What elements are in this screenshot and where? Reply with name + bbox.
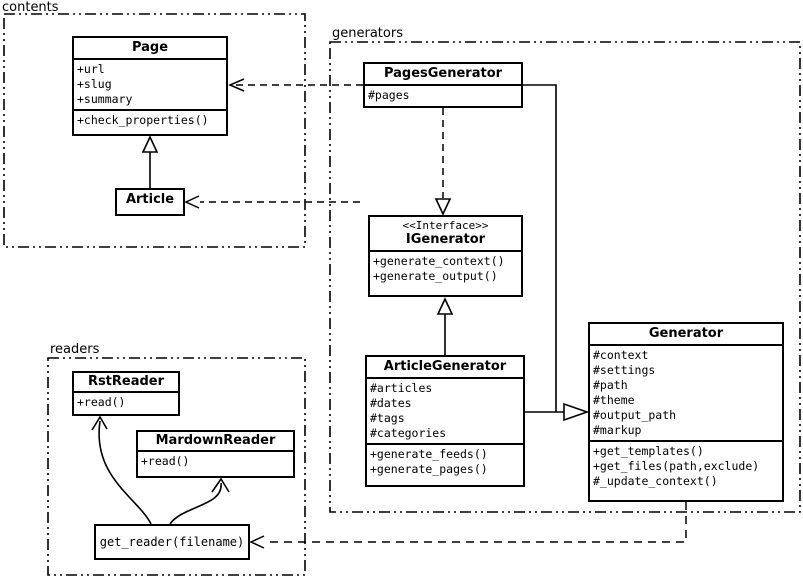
package-label-readers: readers [50, 342, 100, 357]
attribute: +url [77, 62, 105, 76]
attribute: #path [593, 378, 628, 392]
method: +get_templates() [593, 444, 704, 458]
method: +generate_output() [373, 269, 498, 283]
method: +generate_context() [373, 254, 505, 268]
class-rst-reader-title: RstReader [87, 374, 165, 389]
attribute: +slug [77, 77, 112, 91]
inheritance-arrowhead-articlegenerator-igenerator [436, 297, 454, 315]
attribute: #output_path [593, 408, 677, 422]
dependency-line-generator-getreader [265, 502, 687, 543]
class-page-title: Page [131, 40, 169, 55]
inheritance-arrowhead-article-page [141, 135, 159, 153]
class-article-generator-methods: +generate_feeds() +generate_pages() [367, 443, 523, 479]
attribute: #articles [370, 381, 433, 395]
class-article-generator-title: ArticleGenerator [383, 359, 507, 374]
inheritance-line-pagesgenerator-generator [523, 84, 557, 412]
interface-igenerator-methods: +generate_context() +generate_output() [370, 250, 521, 286]
realization-arrowhead-pagesgenerator-igenerator [434, 198, 452, 216]
attribute: #settings [593, 363, 656, 377]
class-generator: Generator #context #settings #path #them… [588, 322, 784, 502]
dependency-arrowhead-generator-getreader [249, 535, 265, 549]
class-pages-generator: PagesGenerator #pages [363, 62, 523, 108]
method: +read() [77, 395, 126, 409]
package-label-generators: generators [332, 26, 403, 41]
class-markdown-reader: MardownReader +read() [136, 430, 295, 478]
class-article-generator: ArticleGenerator #articles #dates #tags … [365, 355, 525, 487]
arrow-head-getreader-rstreader [91, 415, 108, 431]
interface-stereotype: <<Interface>> [402, 219, 489, 232]
attribute: +summary [77, 92, 133, 106]
dependency-arrowhead-article [184, 195, 200, 209]
class-page-methods: +check_properties() [74, 109, 226, 130]
class-markdown-reader-title: MardownReader [155, 433, 276, 448]
method: +generate_pages() [370, 462, 488, 476]
attribute: #tags [370, 411, 405, 425]
attribute: #theme [593, 393, 635, 407]
function-get-reader: get_reader(filename) [94, 524, 250, 560]
attribute: #markup [593, 423, 642, 437]
class-pages-generator-title: PagesGenerator [383, 66, 503, 81]
package-label-contents: contents [2, 0, 59, 15]
class-generator-title: Generator [648, 326, 724, 341]
method: +get_files(path,exclude) [593, 459, 760, 473]
method: #_update_context() [593, 474, 718, 488]
dependency-arrowhead-pagesgenerator-page [228, 78, 245, 92]
class-rst-reader-methods: +read() [74, 391, 178, 412]
class-page: Page +url +slug +summary +check_properti… [72, 36, 228, 136]
function-get-reader-label: get_reader(filename) [99, 535, 245, 549]
interface-igenerator-title: IGenerator [405, 232, 486, 247]
attribute: #categories [370, 426, 447, 440]
class-markdown-reader-methods: +read() [138, 450, 293, 471]
method: +generate_feeds() [370, 447, 488, 461]
interface-igenerator: <<Interface>> IGenerator +generate_conte… [368, 215, 523, 297]
attribute: #dates [370, 396, 412, 410]
method: +read() [141, 454, 190, 468]
class-rst-reader: RstReader +read() [72, 371, 180, 416]
class-article-generator-attributes: #articles #dates #tags #categories [367, 377, 523, 443]
class-generator-methods: +get_templates() +get_files(path,exclude… [590, 440, 782, 491]
class-pages-generator-attributes: #pages [365, 84, 521, 105]
attribute: #context [593, 348, 649, 362]
method: +check_properties() [77, 113, 209, 127]
class-generator-attributes: #context #settings #path #theme #output_… [590, 344, 782, 440]
class-article-title: Article [125, 192, 175, 207]
class-page-attributes: +url +slug +summary [74, 58, 226, 109]
inheritance-arrowhead-generator [563, 402, 590, 422]
arrow-line-getreader-markdownreader [169, 482, 222, 525]
attribute: #pages [368, 88, 410, 102]
arrow-head-getreader-markdownreader [211, 477, 230, 493]
class-article: Article [115, 188, 185, 216]
